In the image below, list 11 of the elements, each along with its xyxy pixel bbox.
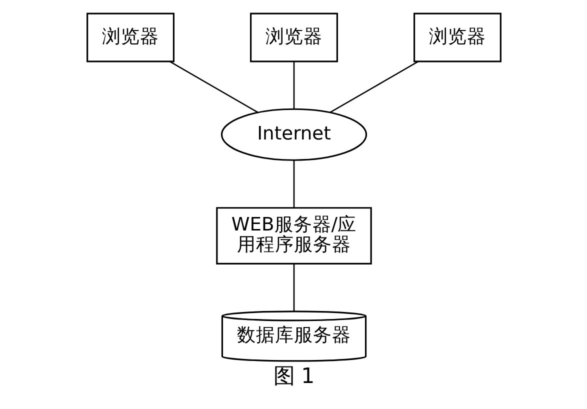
connector (168, 60, 258, 114)
connector (292, 160, 294, 208)
node-box: 浏览器 (250, 12, 338, 62)
connector (292, 62, 294, 109)
node-box: WEB服务器/应用程序服务器 (216, 207, 372, 264)
node-box: 浏览器 (86, 12, 174, 62)
node-ellipse: Internet (220, 108, 367, 161)
connector (329, 60, 418, 114)
node-box: 浏览器 (413, 12, 501, 62)
caption: 图 1 (272, 364, 314, 390)
connector (292, 264, 294, 312)
